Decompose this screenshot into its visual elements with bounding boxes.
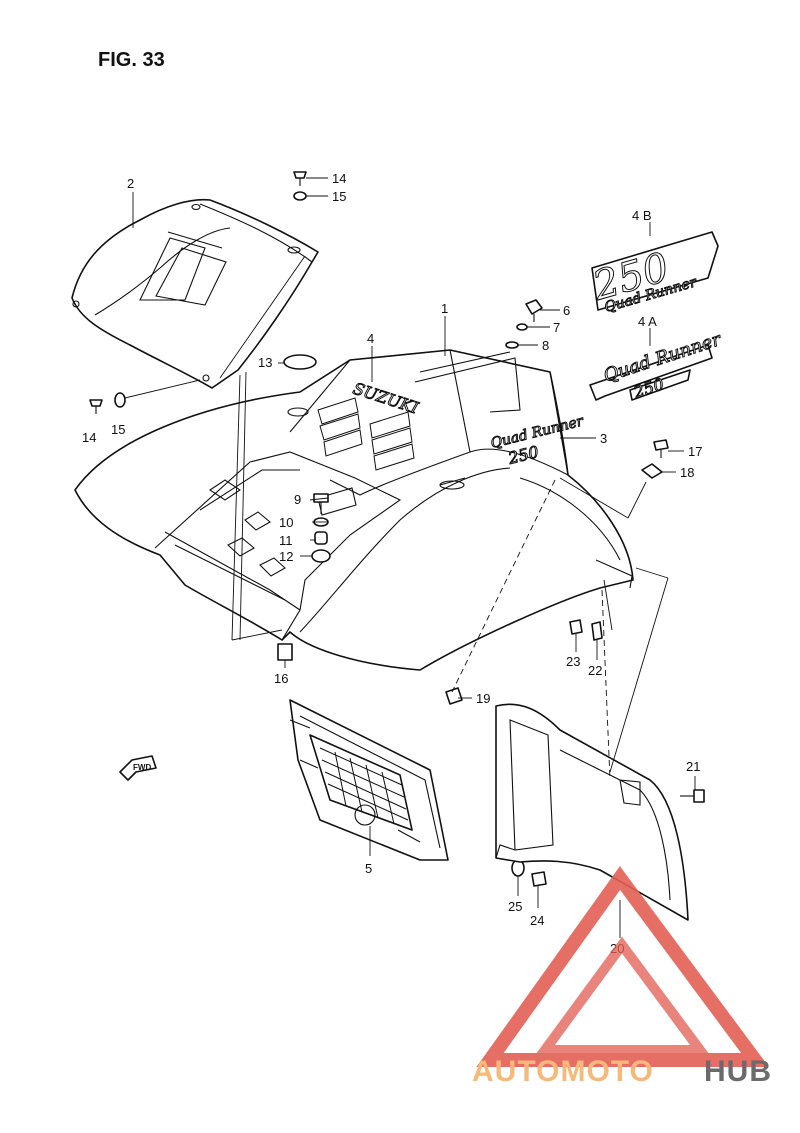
grommet-15-left-icon	[114, 392, 126, 408]
part-4a-decal: Quad Runner 250	[589, 328, 725, 403]
label-part-14-top: 14	[332, 171, 346, 186]
label-part-6: 6	[563, 303, 570, 318]
hood-grill	[317, 397, 415, 471]
label-part-8: 8	[542, 338, 549, 353]
watermark-text-hub: HUB	[704, 1055, 772, 1088]
label-part-25: 25	[508, 899, 522, 914]
nut-8-icon	[505, 341, 519, 349]
nut-19-icon	[445, 687, 463, 705]
collar-11-icon	[314, 531, 328, 545]
label-part-22: 22	[588, 663, 602, 678]
cap-13-icon	[283, 354, 317, 370]
fwd-label: FWD	[133, 763, 151, 772]
part-5-grille	[289, 699, 449, 861]
screw-24-icon	[531, 871, 547, 887]
label-part-17: 17	[688, 444, 702, 459]
label-part-23: 23	[566, 654, 580, 669]
screw-17-icon	[653, 439, 669, 451]
forward-direction-indicator: FWD	[119, 755, 157, 781]
label-part-3: 3	[600, 431, 607, 446]
dashed-assembly-lines	[451, 479, 611, 781]
washer-7-icon	[516, 323, 528, 331]
part-4b-decal: 250 Quad Runner	[587, 231, 719, 316]
part-20-side-cover	[495, 703, 689, 921]
screw-6-icon	[525, 299, 543, 315]
label-part-7: 7	[553, 320, 560, 335]
watermark-logo-icon	[476, 866, 769, 1067]
label-part-10: 10	[279, 515, 293, 530]
clip-22-icon	[591, 621, 603, 641]
nut-23-icon	[569, 619, 583, 635]
cushion-12-icon	[311, 549, 331, 563]
label-part-1: 1	[441, 301, 448, 316]
part-2-headlight-cover	[71, 198, 319, 389]
fwd-arrow-icon	[119, 755, 157, 781]
label-part-13: 13	[258, 355, 272, 370]
screw-14-left-icon	[89, 399, 103, 407]
label-part-21: 21	[686, 759, 700, 774]
leader-lines	[124, 177, 696, 938]
clip-16-icon	[277, 643, 293, 661]
label-part-12: 12	[279, 549, 293, 564]
part-labels: 2 14 15 13 4 1 6 7 8 3 4 B 4 A 17 18 14 …	[82, 171, 702, 956]
screw-21-icon	[693, 789, 705, 803]
label-part-15-top: 15	[332, 189, 346, 204]
figure-title: FIG. 33	[98, 49, 165, 71]
screw-14-top-icon	[293, 171, 307, 179]
label-part-9: 9	[294, 492, 301, 507]
label-part-19: 19	[476, 691, 490, 706]
label-part-16: 16	[274, 671, 288, 686]
part-1-front-fender: SUZUKI Quad Runner 250	[74, 349, 634, 671]
label-part-24: 24	[530, 913, 544, 928]
label-part-15-left: 15	[111, 422, 125, 437]
label-part-14-left: 14	[82, 430, 96, 445]
label-part-4b: 4 B	[632, 208, 652, 223]
label-part-11: 11	[279, 533, 293, 548]
label-part-4: 4	[367, 331, 374, 346]
nut-18-icon	[641, 463, 663, 479]
watermark: AUTOMOTO HUB	[472, 866, 772, 1088]
label-part-4a: 4 A	[638, 314, 657, 329]
watermark-text-automoto: AUTOMOTO	[472, 1055, 654, 1088]
label-part-5: 5	[365, 861, 372, 876]
hardware	[89, 171, 705, 887]
decal-4a-number: 250	[630, 374, 666, 402]
label-part-2: 2	[127, 176, 134, 191]
label-part-18: 18	[680, 465, 694, 480]
grommet-15-top-icon	[293, 191, 307, 201]
